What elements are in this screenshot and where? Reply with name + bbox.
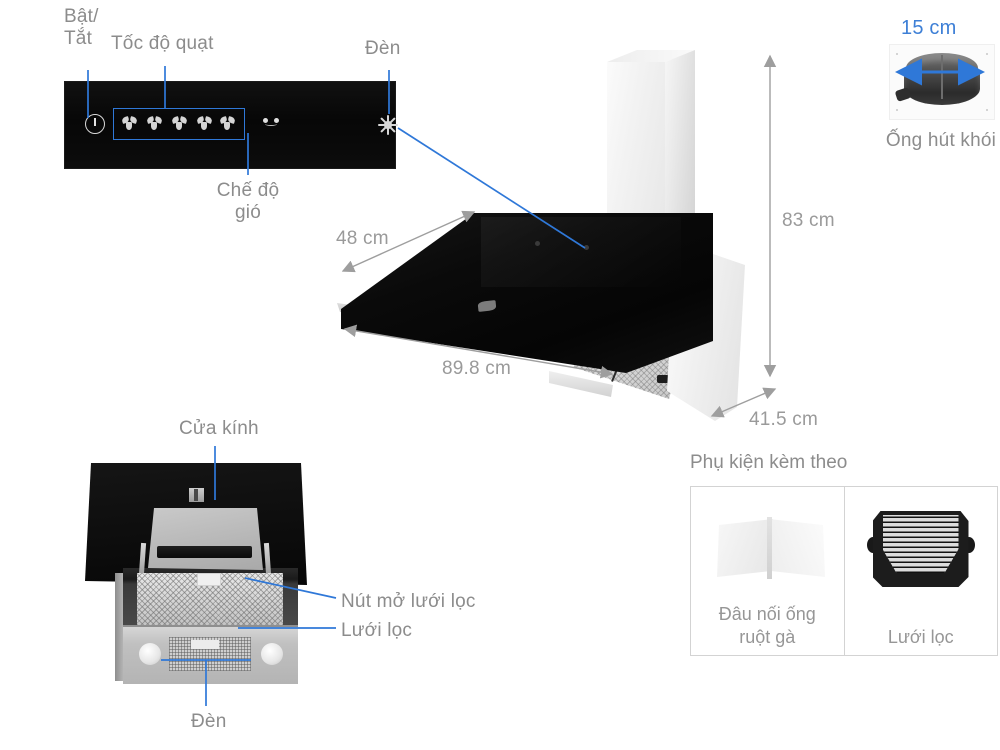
fan-icon[interactable] [171, 116, 188, 131]
open-hood-front-face [123, 625, 298, 684]
open-hood-lamp [139, 643, 161, 665]
wind-mode-icon[interactable] [263, 118, 279, 126]
duct-connector-icon [691, 497, 844, 593]
label-power: Bật/ Tắt [64, 6, 99, 49]
label-filter: Lưới lọc [341, 620, 413, 641]
duct-image [889, 44, 995, 120]
label-filter-release: Nút mở lưới lọc [341, 591, 476, 612]
fan-icon[interactable] [121, 116, 138, 131]
fan-speed-group[interactable] [113, 108, 245, 140]
accessory-label: Lưới lọc [887, 627, 954, 647]
label-lamp: Đèn [191, 711, 227, 732]
open-hood-vent-grille [169, 637, 251, 671]
label-light: Đèn [365, 38, 401, 59]
label-glass-door: Cửa kính [179, 418, 259, 439]
dimension-width: 89.8 cm [442, 358, 511, 379]
open-hood-glass-knob [189, 488, 204, 502]
main-hood-render [335, 45, 765, 435]
power-icon[interactable] [85, 114, 105, 134]
accessories-box: Đâu nối ống ruột gà Lưới lọc [690, 486, 998, 656]
accessory-item: Đâu nối ống ruột gà [691, 487, 844, 655]
open-hood-filter-release [197, 573, 221, 586]
fan-icon[interactable] [196, 116, 213, 131]
hood-glass-panel [341, 213, 713, 373]
open-hood-motor-bar [157, 546, 252, 558]
dimension-height: 83 cm [782, 210, 835, 231]
hood-lamp-dot [535, 241, 540, 246]
accessories-title: Phụ kiện kèm theo [690, 452, 848, 473]
accessory-item: Lưới lọc [843, 487, 998, 655]
fan-icon[interactable] [146, 116, 163, 131]
open-hood-render [85, 455, 345, 705]
duct-caption: Ống hút khói [885, 130, 997, 151]
dimension-depth-side: 41.5 cm [749, 409, 818, 430]
dimension-depth-top: 48 cm [336, 228, 389, 249]
grease-filter-icon [845, 497, 998, 593]
label-wind-mode: Chế độ gió [216, 180, 280, 223]
open-hood-left-side [115, 573, 125, 681]
open-hood-back-plate [148, 508, 263, 570]
duct-diameter-label: 15 cm [901, 17, 957, 39]
fan-icon[interactable] [219, 116, 236, 131]
label-fan-speed: Tốc độ quạt [111, 33, 214, 54]
light-icon[interactable] [378, 115, 398, 135]
hood-lamp-dot [584, 245, 589, 250]
open-hood-lamp [261, 643, 283, 665]
hood-strut [629, 337, 675, 385]
accessory-label: Đâu nối ống ruột gà [718, 604, 816, 647]
